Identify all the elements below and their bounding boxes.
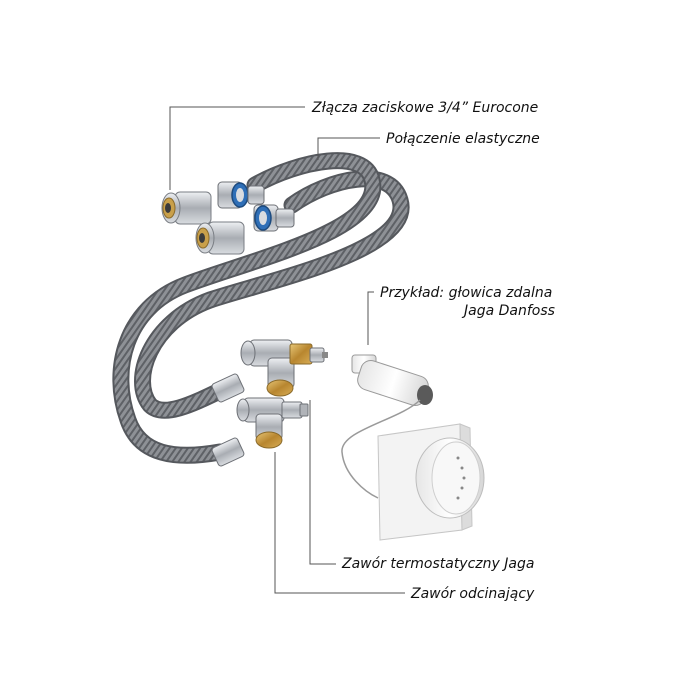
remote-head-wall-unit xyxy=(377,423,485,541)
hose-nut-top-1 xyxy=(217,181,265,209)
leader-lines xyxy=(169,106,405,594)
shut-off-valve xyxy=(236,397,309,449)
label-flexible-connection: Połączenie elastyczne xyxy=(386,131,540,147)
remote-head-sensor xyxy=(351,354,433,406)
label-shut-off-valve: Zawór odcinający xyxy=(411,586,535,602)
leader-polaczenie xyxy=(317,137,380,160)
compression-fitting-1 xyxy=(161,191,212,225)
compression-fitting-2 xyxy=(195,221,245,255)
leader-zawor-odc xyxy=(274,452,405,594)
leader-zlacza xyxy=(169,106,305,190)
label-remote-head-line2: Jaga Danfoss xyxy=(464,303,555,319)
hose-nut-bottom-2 xyxy=(211,437,245,467)
capillary-tube xyxy=(341,399,421,499)
label-compression-fittings: Złącza zaciskowe 3/4” Eurocone xyxy=(312,100,539,116)
thermostatic-valve xyxy=(240,339,328,397)
leader-zawor-termo xyxy=(309,400,336,565)
label-remote-head-line1: Przykład: głowica zdalna xyxy=(380,285,553,301)
label-thermostatic-valve: Zawór termostatyczny Jaga xyxy=(342,556,535,572)
hose-nut-bottom-1 xyxy=(211,373,245,403)
hose-nut-top-2 xyxy=(253,204,295,232)
leader-przyklad xyxy=(367,291,374,345)
